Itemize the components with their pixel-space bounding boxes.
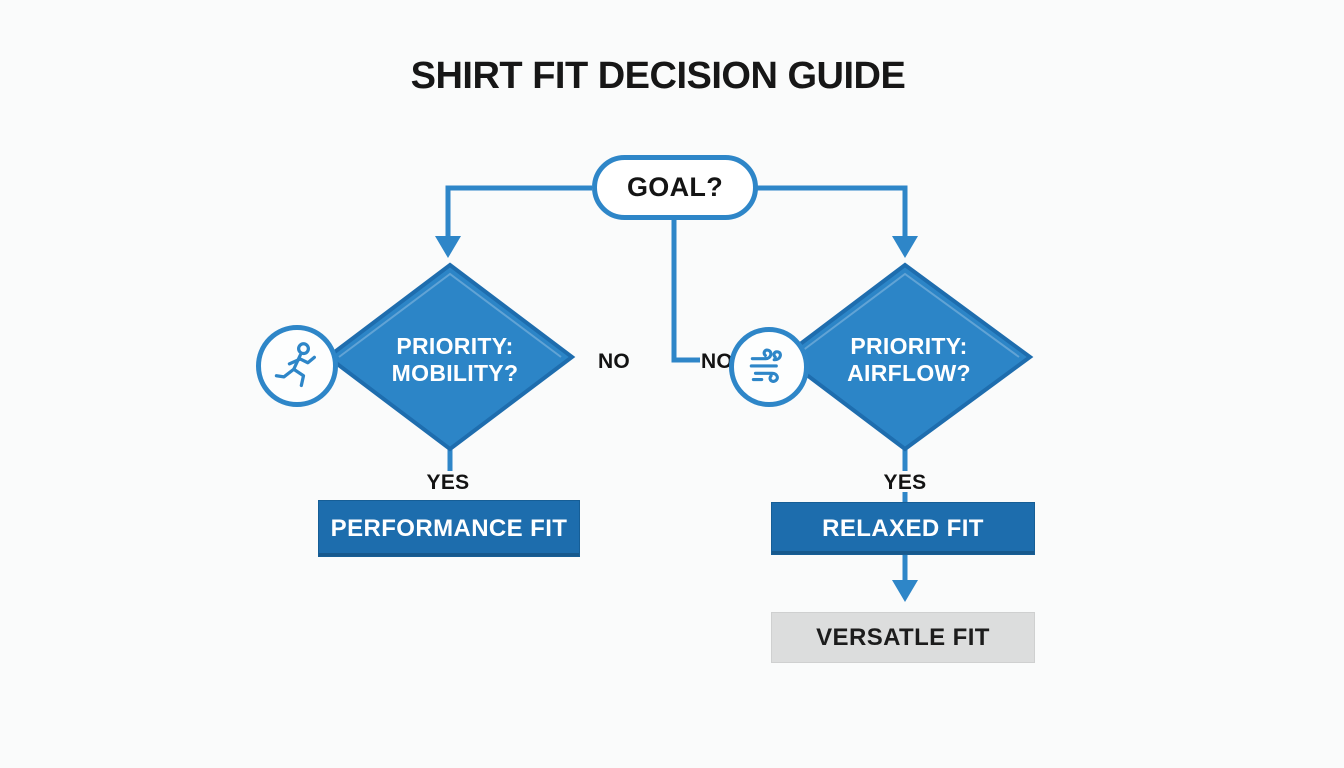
result-relaxed-fit: RELAXED FIT — [771, 502, 1035, 555]
airflow-icon-badge — [729, 327, 809, 407]
no-label-left: NO — [597, 350, 631, 373]
mobility-question-line1: PRIORITY: — [396, 333, 514, 359]
mobility-question: PRIORITY: MOBILITY? — [360, 333, 550, 387]
diamond-bevel-right — [793, 272, 1020, 358]
result-versatile-fit-label: VERSATLE FIT — [816, 623, 990, 651]
airflow-question-line1: PRIORITY: — [850, 333, 968, 359]
runner-icon — [274, 342, 316, 388]
connector-goal-to-left — [445, 185, 592, 238]
yes-label-right: YES — [883, 471, 927, 494]
decision-diamond-airflow — [779, 262, 1034, 452]
connector-goal-center-no — [671, 219, 700, 363]
diamond-bevel-left — [338, 272, 562, 358]
result-relaxed-fit-label: RELAXED FIT — [822, 514, 984, 542]
wind-icon — [749, 348, 782, 383]
mobility-question-line2: MOBILITY? — [391, 360, 519, 386]
connector-goal-to-right — [757, 185, 908, 238]
arrow-down-left-icon — [435, 236, 461, 258]
result-performance-fit: PERFORMANCE FIT — [318, 500, 580, 557]
no-label-right: NO — [700, 350, 734, 373]
airflow-question: PRIORITY: AIRFLOW? — [812, 333, 1006, 387]
page-title: SHIRT FIT DECISION GUIDE — [410, 55, 906, 97]
decision-diamond-mobility — [324, 262, 576, 452]
goal-node: GOAL? — [592, 155, 758, 220]
arrow-down-versatile-icon — [892, 580, 918, 602]
arrow-down-right-icon — [892, 236, 918, 258]
airflow-question-line2: AIRFLOW? — [847, 360, 971, 386]
result-versatile-fit: VERSATLE FIT — [771, 612, 1035, 663]
goal-node-label: GOAL? — [627, 172, 723, 202]
result-performance-fit-label: PERFORMANCE FIT — [330, 514, 568, 542]
mobility-icon-badge — [256, 325, 338, 407]
yes-label-left: YES — [426, 471, 470, 494]
